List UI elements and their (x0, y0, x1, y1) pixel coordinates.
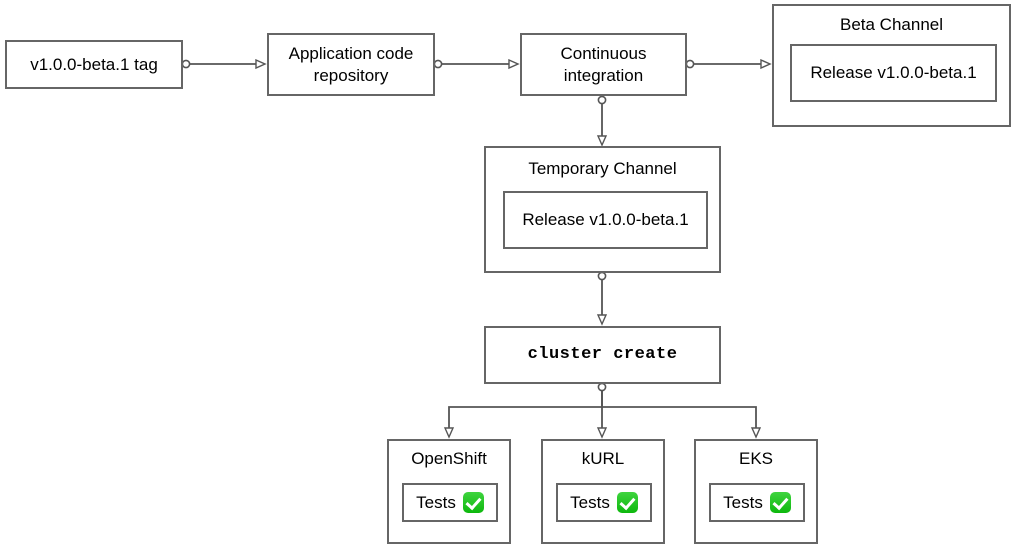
temporary-channel-release-box[interactable]: Release v1.0.0-beta.1 (503, 191, 708, 249)
eks-tests-label: Tests (723, 492, 763, 512)
group-kurl[interactable]: kURL Tests (541, 439, 665, 544)
node-application-code-repository[interactable]: Application code repository (267, 33, 435, 96)
check-mark-button-icon (462, 492, 484, 513)
node-continuous-integration[interactable]: Continuous integration (520, 33, 687, 96)
group-beta-channel[interactable]: Beta Channel Release v1.0.0-beta.1 (772, 4, 1011, 127)
group-openshift[interactable]: OpenShift Tests (387, 439, 511, 544)
group-openshift-title: OpenShift (411, 449, 487, 468)
node-cluster-create-label: cluster create (527, 345, 678, 365)
group-beta-channel-title: Beta Channel (839, 15, 944, 34)
edge-tag-to-repo (181, 60, 264, 67)
node-tag[interactable]: v1.0.0-beta.1 tag (5, 40, 183, 89)
node-continuous-integration-label: Continuous integration (560, 44, 647, 85)
edge-temporary-channel-to-cluster-create (598, 271, 605, 323)
group-eks-title: EKS (738, 449, 774, 468)
node-tag-label: v1.0.0-beta.1 tag (30, 54, 158, 74)
group-eks[interactable]: EKS Tests (694, 439, 818, 544)
openshift-tests-label: Tests (416, 492, 456, 512)
edge-cluster-create-to-eks (601, 391, 756, 436)
check-mark-button-icon (769, 492, 791, 513)
check-mark-button-icon (616, 492, 638, 513)
beta-channel-release-box[interactable]: Release v1.0.0-beta.1 (790, 44, 997, 102)
group-kurl-title: kURL (581, 449, 625, 468)
node-cluster-create[interactable]: cluster create (484, 326, 721, 384)
beta-channel-release-label: Release v1.0.0-beta.1 (810, 63, 977, 82)
temporary-channel-release-label: Release v1.0.0-beta.1 (522, 210, 689, 229)
edge-repo-to-ci (433, 60, 517, 67)
edge-cluster-create-to-openshift (449, 382, 607, 436)
edge-ci-to-beta-channel (685, 60, 769, 67)
eks-tests-box[interactable]: Tests (709, 483, 805, 522)
node-application-code-repository-label: Application code repository (288, 44, 414, 85)
group-temporary-channel[interactable]: Temporary Channel Release v1.0.0-beta.1 (484, 146, 721, 273)
openshift-tests-box[interactable]: Tests (402, 483, 498, 522)
kurl-tests-box[interactable]: Tests (556, 483, 652, 522)
kurl-tests-label: Tests (570, 492, 610, 512)
group-temporary-channel-title: Temporary Channel (528, 159, 677, 178)
edge-ci-to-temporary-channel (598, 95, 605, 144)
